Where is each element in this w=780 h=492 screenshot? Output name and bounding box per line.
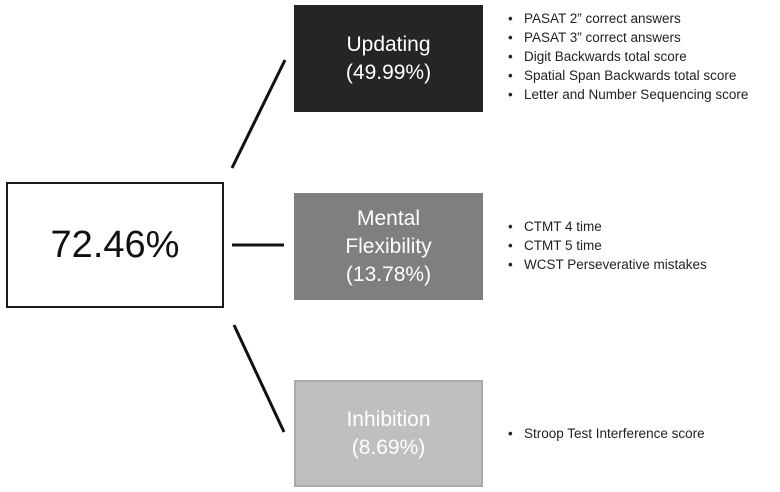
factor-box-inhibition: Inhibition (8.69%) xyxy=(294,380,483,487)
factor-percent-inhibition: (8.69%) xyxy=(351,435,426,459)
factor-box-mental-flexibility: Mental Flexibility (13.78%) xyxy=(294,193,483,300)
measure-item: Letter and Number Sequencing score xyxy=(508,85,748,104)
measure-list-updating: PASAT 2” correct answers PASAT 3” correc… xyxy=(508,9,748,104)
measure-list-inhibition: Stroop Test Interference score xyxy=(508,424,705,443)
factor-name-flexibility: Flexibility xyxy=(345,234,432,258)
measure-item: WCST Perseverative mistakes xyxy=(508,255,707,274)
factor-name-mental: Mental xyxy=(356,206,421,230)
total-variance-box: 72.46% xyxy=(6,182,224,308)
total-variance-value: 72.46% xyxy=(50,223,180,266)
factor-name-inhibition: Inhibition xyxy=(346,407,431,431)
measure-list-mental-flexibility: CTMT 4 time CTMT 5 time WCST Perseverati… xyxy=(508,217,707,274)
factor-percent-mental-flexibility: (13.78%) xyxy=(345,262,432,286)
measure-item: Stroop Test Interference score xyxy=(508,424,705,443)
measure-item: PASAT 2” correct answers xyxy=(508,9,748,28)
connector-updating xyxy=(230,59,287,169)
measure-item: CTMT 4 time xyxy=(508,217,707,236)
factor-box-updating: Updating (49.99%) xyxy=(294,5,483,112)
measure-item: Spatial Span Backwards total score xyxy=(508,66,748,85)
factor-percent-updating: (49.99%) xyxy=(345,60,432,84)
factor-name-updating: Updating xyxy=(346,32,431,56)
measure-item: CTMT 5 time xyxy=(508,236,707,255)
measure-item: Digit Backwards total score xyxy=(508,47,748,66)
connector-inhibition xyxy=(232,324,286,433)
measure-item: PASAT 3” correct answers xyxy=(508,28,748,47)
